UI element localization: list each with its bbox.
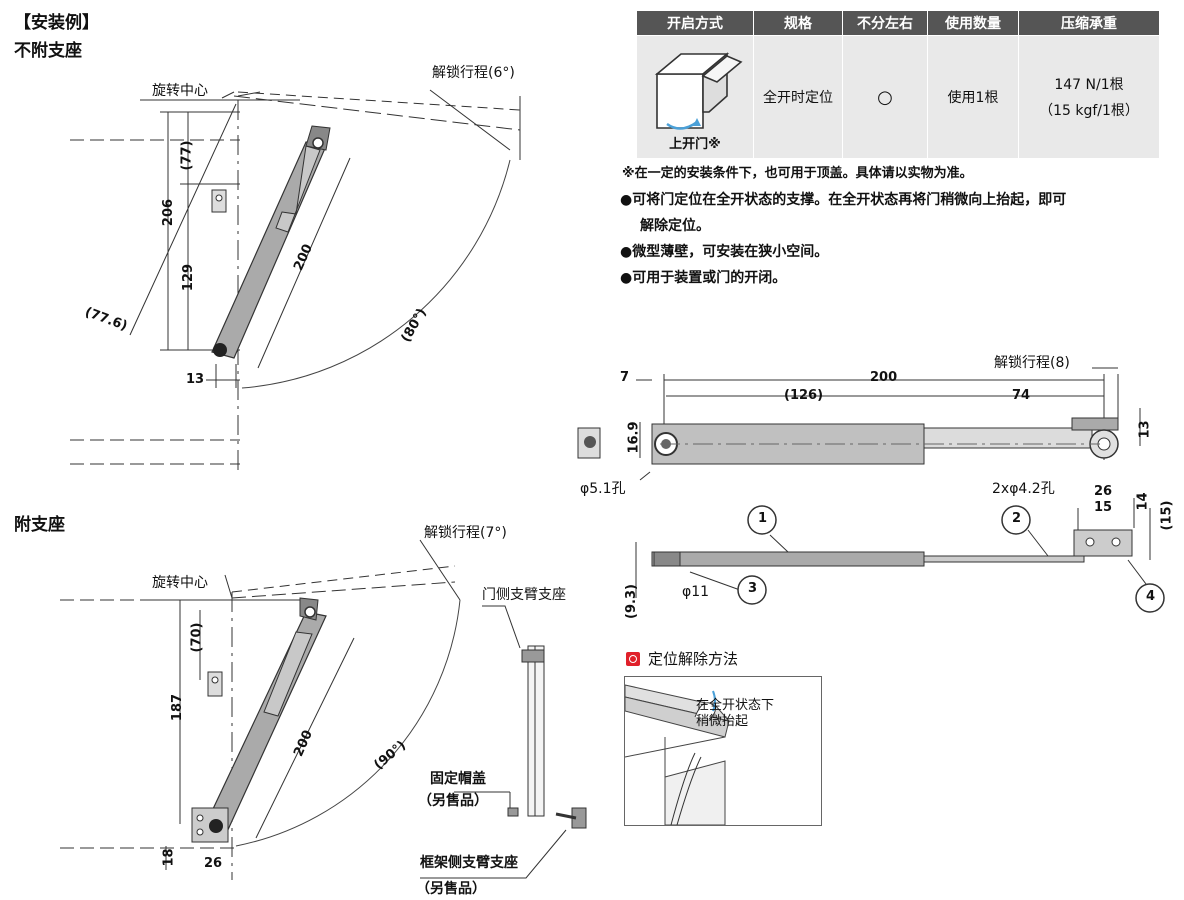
callout-circles xyxy=(737,505,1165,613)
release-title: 定位解除方法 xyxy=(648,650,739,668)
section-title-without-bracket: 不附支座 xyxy=(14,41,82,61)
dim-26-bottom: 26 xyxy=(204,856,223,871)
release-caption-line2: 稍微抬起 xyxy=(696,714,749,729)
dim-7: 7 xyxy=(620,370,630,385)
dim-13-part: 13 xyxy=(1137,420,1153,439)
holes-2x-label: 2xφ4.2孔 xyxy=(992,481,1055,497)
dim-15-paren-part: (15) xyxy=(1159,500,1175,531)
dim-126: (126) xyxy=(784,388,824,403)
bullet-1: ●可将门定位在全开状态的支撑。在全开状态再将门稍微向上抬起，即可 xyxy=(620,192,1067,208)
section-title-install: 【安装例】 xyxy=(14,13,99,33)
dim-14-part: 14 xyxy=(1135,492,1151,511)
door-bracket-label: 门侧支臂支座 xyxy=(482,587,566,603)
callout-1: 1 xyxy=(758,511,768,526)
spec-header-quantity: 使用数量 xyxy=(927,10,1019,36)
part-drawing xyxy=(577,367,1165,613)
spec-cell-both-sides: ○ xyxy=(842,35,928,159)
rotation-center-label-top: 旋转中心 xyxy=(152,83,208,99)
fix-cap-label: 固定帽盖 xyxy=(430,771,486,787)
rotation-center-label-bottom: 旋转中心 xyxy=(152,575,208,591)
spec-table: 开启方式 规格 不分左右 使用数量 压缩承重 上开门※ 全开时定位 ○ 使用1根… xyxy=(636,10,1160,159)
hole-label: φ5.1孔 xyxy=(580,481,626,497)
callout-3: 3 xyxy=(748,581,758,596)
gas-spring-bottom xyxy=(191,597,587,843)
spec-cell-quantity: 使用1根 xyxy=(927,35,1019,159)
gas-spring-top-view xyxy=(651,529,1133,567)
unlock-stroke-label-bottom: 解锁行程(7°) xyxy=(424,525,507,541)
spec-data-row: 上开门※ 全开时定位 ○ 使用1根 147 N/1根 （15 kgf/1根） xyxy=(636,35,1160,159)
spec-header-row: 开启方式 规格 不分左右 使用数量 压缩承重 xyxy=(636,10,1160,36)
bullet-1-cont: 解除定位。 xyxy=(640,218,710,234)
bullet-3: ●可用于装置或门的开闭。 xyxy=(620,270,787,286)
frame-bracket-label: 框架侧支臂支座 xyxy=(420,855,518,871)
callout-2: 2 xyxy=(1012,511,1022,526)
callout-4: 4 xyxy=(1146,589,1156,604)
spec-cell-open-mode: 上开门※ xyxy=(636,35,754,159)
spec-header-both-sides: 不分左右 xyxy=(842,10,928,36)
dim-phi11: φ11 xyxy=(682,584,710,600)
release-title-marker-icon xyxy=(626,652,640,666)
dim-26-part: 26 xyxy=(1094,484,1113,499)
release-caption-line1: 在全开状态下 xyxy=(696,698,775,713)
dim-200-part: 200 xyxy=(870,370,898,385)
marker-ring xyxy=(629,655,637,663)
gas-spring-side-view xyxy=(577,417,1119,465)
dim-13: 13 xyxy=(186,372,205,387)
gas-spring-top xyxy=(211,125,331,359)
spec-cell-spec: 全开时定位 xyxy=(753,35,843,159)
frame-bracket-sold-separately: （另售品） xyxy=(416,881,486,897)
dim-187: 187 xyxy=(170,693,186,722)
footnote: ※在一定的安装条件下，也可用于顶盖。具体请以实物为准。 xyxy=(622,166,973,181)
spec-cell-load: 147 N/1根 （15 kgf/1根） xyxy=(1018,35,1160,159)
open-mode-caption: 上开门※ xyxy=(669,137,721,152)
dim-16-9: 16.9 xyxy=(626,421,642,454)
dim-18: 18 xyxy=(161,848,177,867)
load-newton: 147 N/1根 xyxy=(1054,77,1124,93)
release-hand-icon xyxy=(625,684,731,825)
load-kgf: （15 kgf/1根） xyxy=(1039,103,1139,119)
diagram-without-bracket xyxy=(70,89,521,470)
spec-header-open-mode: 开启方式 xyxy=(636,10,754,36)
unlock-stroke-label-part: 解锁行程(8) xyxy=(994,355,1070,371)
unlock-stroke-label-top: 解锁行程(6°) xyxy=(432,65,515,81)
cabinet-open-up-icon xyxy=(654,52,743,130)
release-illustration xyxy=(624,676,822,826)
dim-74: 74 xyxy=(1012,388,1031,403)
section-title-with-bracket: 附支座 xyxy=(14,515,65,535)
dim-15-part: 15 xyxy=(1094,500,1113,515)
dim-9-3: (9.3) xyxy=(623,584,639,619)
diagram-with-bracket xyxy=(60,539,587,880)
bullet-2: ●微型薄壁，可安装在狭小空间。 xyxy=(620,244,829,260)
fix-cap-sold-separately: （另售品） xyxy=(418,793,488,809)
